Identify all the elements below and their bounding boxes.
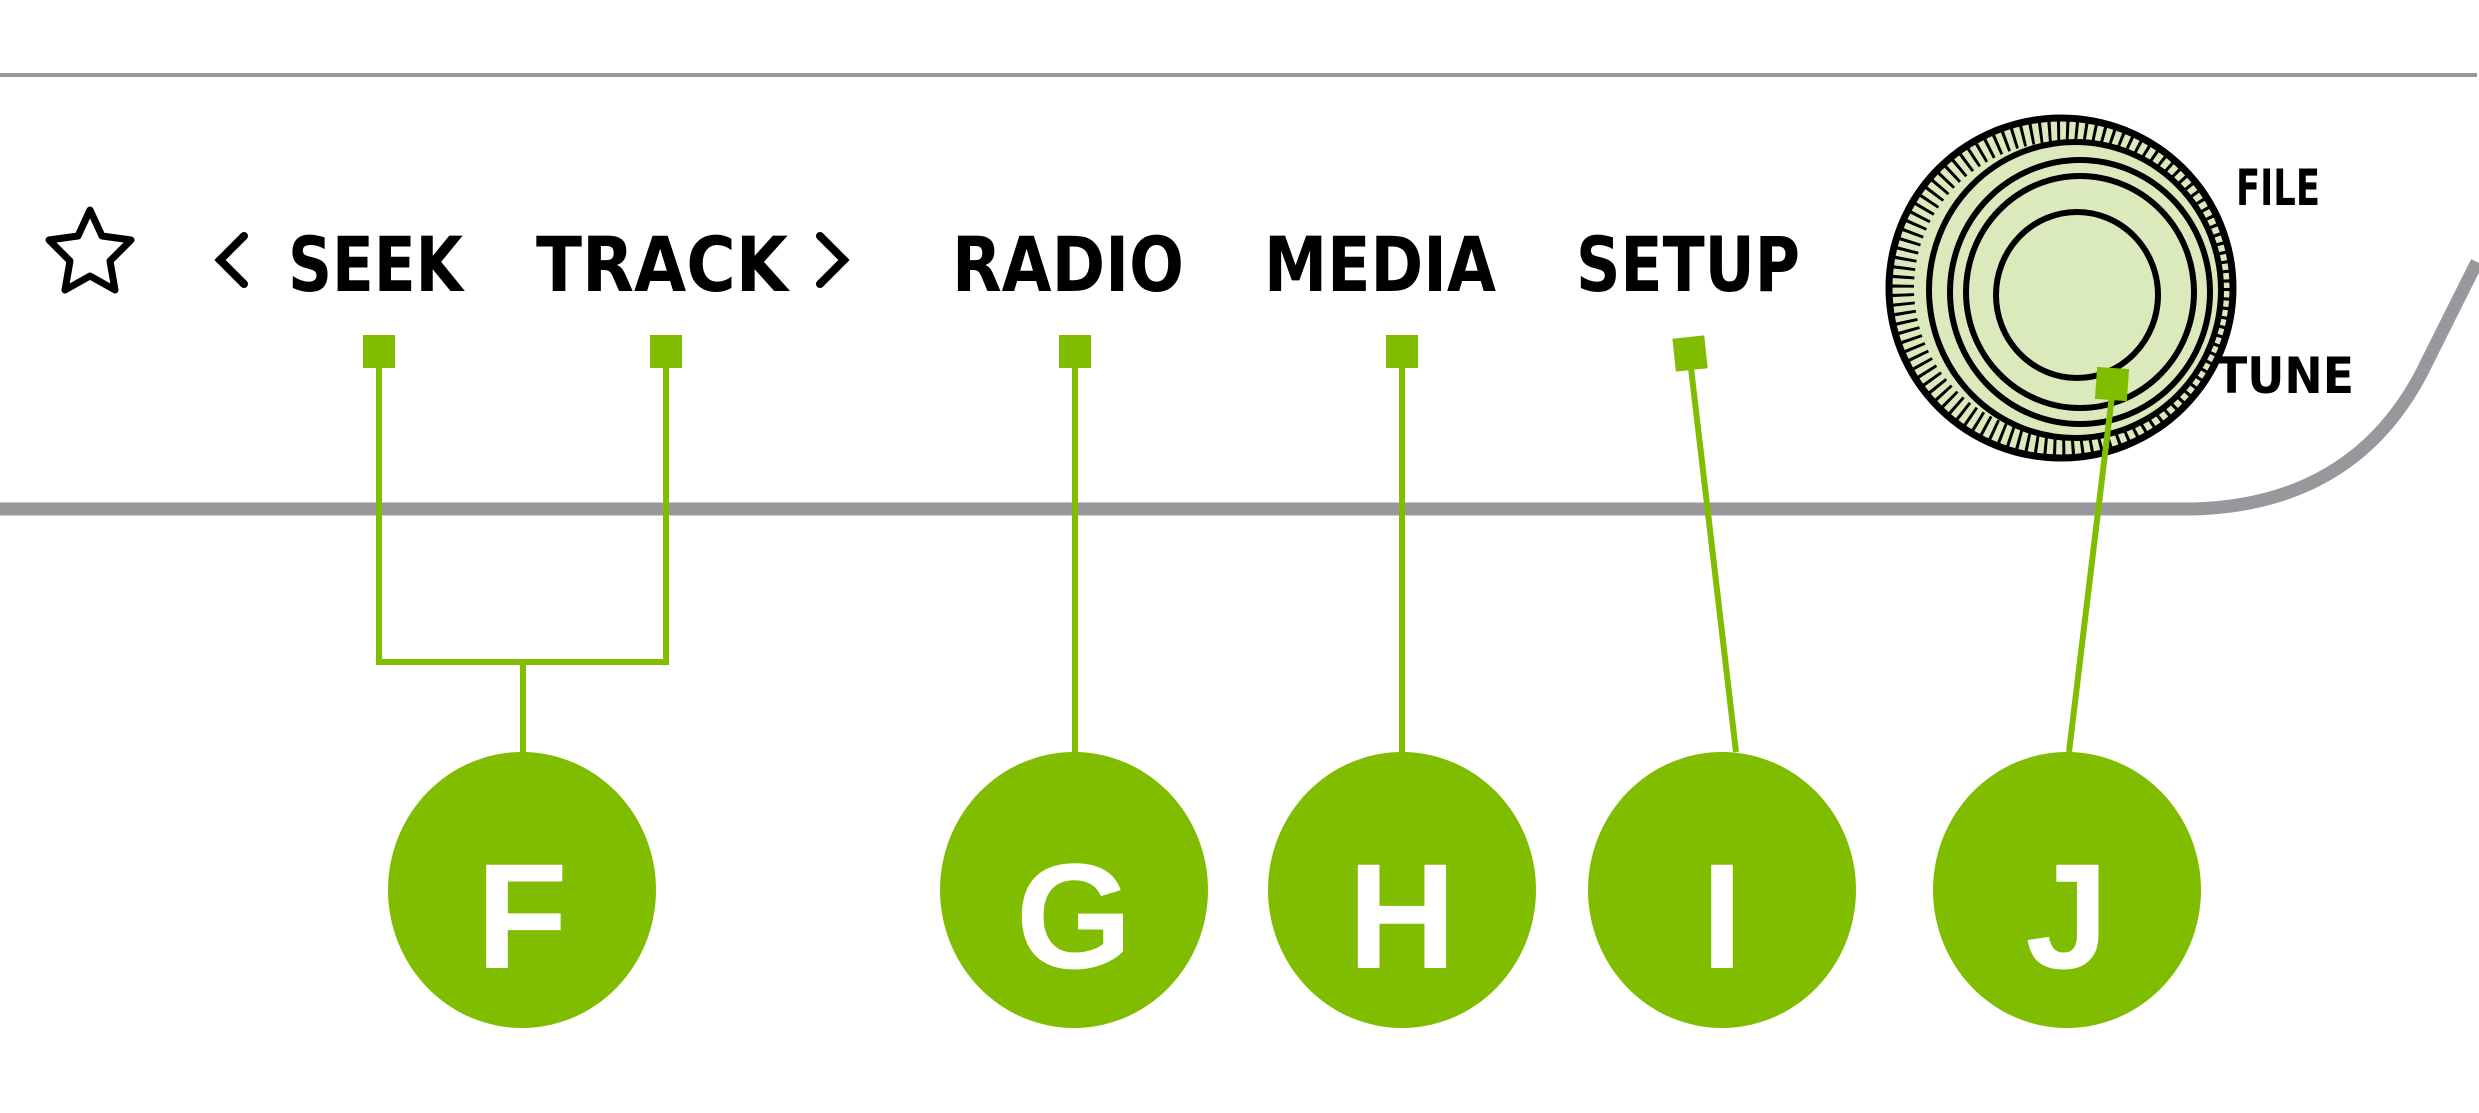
svg-text:I: I — [1701, 832, 1743, 1000]
setup-button[interactable]: SETUP — [1576, 220, 1800, 309]
knob-file-label: FILE — [2236, 159, 2320, 217]
favorite-button[interactable] — [45, 206, 135, 294]
chevron-right-icon — [816, 232, 850, 288]
svg-text:H: H — [1348, 832, 1456, 1000]
seek-button[interactable]: SEEK — [214, 220, 465, 309]
svg-text:G: G — [1016, 832, 1133, 1000]
callout-g: G — [940, 752, 1208, 1028]
svg-text:F: F — [476, 832, 568, 1000]
file-tune-knob[interactable] — [1885, 114, 2237, 462]
chevron-left-icon — [214, 232, 248, 288]
knob-tune-label: TUNE — [2216, 347, 2354, 405]
panel-bottom-edge — [0, 259, 2479, 516]
callout-i: I — [1588, 752, 1856, 1028]
star-icon — [45, 206, 135, 294]
radio-button[interactable]: RADIO — [952, 220, 1184, 309]
callout-h: H — [1268, 752, 1536, 1028]
callout-f: F — [388, 752, 656, 1028]
leader-lines — [376, 367, 2115, 753]
track-label: TRACK — [536, 220, 791, 309]
leader-markers — [363, 335, 2130, 402]
svg-text:J: J — [2025, 832, 2108, 1000]
seek-label: SEEK — [288, 220, 465, 309]
track-button[interactable]: TRACK — [536, 220, 850, 309]
callout-j: J — [1933, 752, 2201, 1028]
media-button[interactable]: MEDIA — [1264, 220, 1496, 309]
